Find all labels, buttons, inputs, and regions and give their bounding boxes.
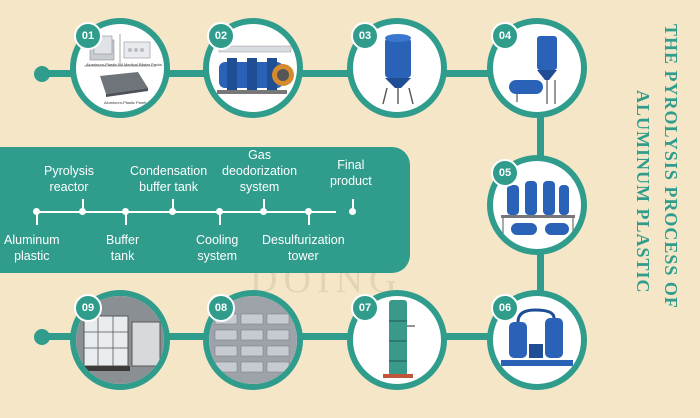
step-number: 05 <box>491 159 519 187</box>
title-line-1: THE PYROLYSIS PROCESS OF <box>661 24 681 309</box>
track-end-dot <box>34 329 50 345</box>
legend-stem <box>36 213 38 225</box>
step-number: 02 <box>207 22 235 50</box>
legend-point <box>169 208 176 215</box>
step-number: 07 <box>351 294 379 322</box>
label-gas-deodorization-system: Gas deodorization system <box>222 148 298 194</box>
legend-point <box>79 208 86 215</box>
legend-stem <box>125 213 127 225</box>
step-07: 07 <box>347 290 447 390</box>
step-number: 03 <box>351 22 379 50</box>
caption-foil: Aluminum-Plastic foil <box>86 62 124 67</box>
legend-line <box>36 211 336 213</box>
legend-stem <box>352 199 354 211</box>
aluminum-ingots-image <box>209 296 297 384</box>
aluminum-plastic-samples-image: Aluminum-Plastic foil Medical Blister Pa… <box>76 24 164 112</box>
legend-point <box>122 208 129 215</box>
cooling-system-image <box>493 161 581 249</box>
legend-stem <box>82 199 84 211</box>
step-01: 01 Aluminum-Plastic foil Medical Blister… <box>70 18 170 118</box>
legend-point <box>260 208 267 215</box>
label-buffer-tank: Buffer tank <box>106 233 140 263</box>
label-pyrolysis-reactor: Pyrolysis reactor <box>44 164 95 194</box>
track-start-dot <box>34 66 50 82</box>
step-04: 04 <box>487 18 587 118</box>
legend-point <box>349 208 356 215</box>
step-number: 08 <box>207 294 235 322</box>
step-number: 06 <box>491 294 519 322</box>
legend-stem <box>219 213 221 225</box>
step-number: 09 <box>74 294 102 322</box>
step-06: 06 <box>487 290 587 390</box>
legend-stem <box>263 199 265 211</box>
label-condensation-buffer-tank: Condensation buffer tank <box>130 164 208 194</box>
label-desulfurization-tower: Desulfurization tower <box>262 233 345 263</box>
step-08: 08 <box>203 290 303 390</box>
label-final-product: Final product <box>330 158 372 188</box>
step-02: 02 <box>203 18 303 118</box>
title-line-2: ALUMINUM PLASTIC <box>633 90 653 294</box>
step-03: 03 <box>347 18 447 118</box>
step-05: 05 <box>487 155 587 255</box>
legend-point <box>216 208 223 215</box>
step-number: 04 <box>491 22 519 50</box>
legend-point <box>33 208 40 215</box>
step-09: 09 <box>70 290 170 390</box>
caption-blister: Medical Blister Packs <box>124 62 163 67</box>
legend-point <box>305 208 312 215</box>
legend-stem <box>308 213 310 225</box>
label-aluminum-plastic: Aluminum plastic <box>4 233 60 263</box>
step-number: 01 <box>74 22 102 50</box>
process-legend <box>0 147 410 273</box>
legend-stem <box>172 199 174 211</box>
caption-panel: Aluminum-Plastic Panel <box>104 100 147 105</box>
label-cooling-system: Cooling system <box>196 233 239 263</box>
